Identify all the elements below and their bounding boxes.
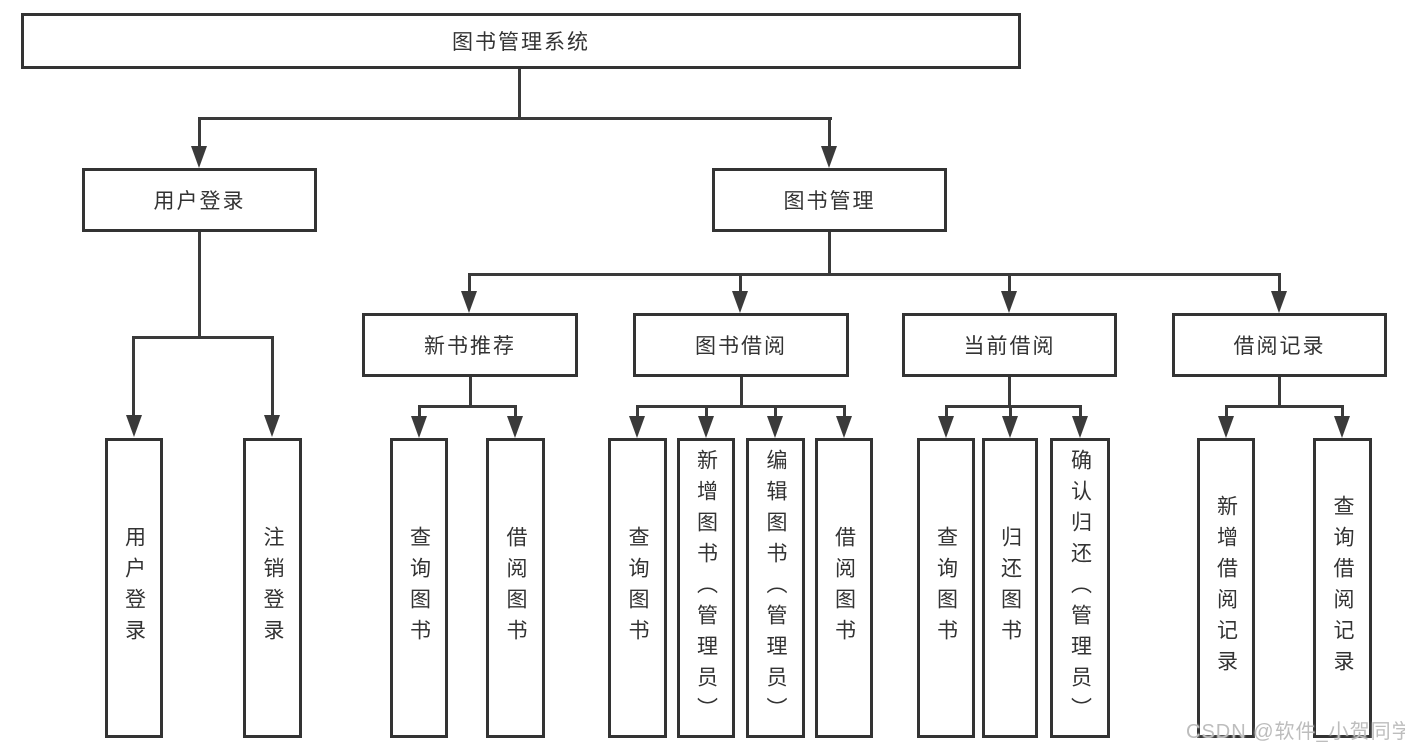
connector-records-drop-2 <box>1341 405 1344 417</box>
connector-recommend-bar <box>419 405 516 408</box>
connector-recommend-stem <box>469 377 472 405</box>
leaf-label: 查询图书 <box>934 526 958 650</box>
leaf-return-books: 归还图书 <box>982 438 1038 738</box>
arrow-down-icon <box>1218 416 1234 438</box>
connector-records-drop-1 <box>1225 405 1228 417</box>
leaf-logout: 注销登录 <box>243 438 302 738</box>
arrow-down-icon <box>938 416 954 438</box>
leaf-label: 编辑图书（管理员） <box>764 448 787 728</box>
leaf-add-borrow-record: 新增借阅记录 <box>1197 438 1255 738</box>
node-label: 新书推荐 <box>424 335 516 358</box>
connector-records-bar <box>1226 405 1342 408</box>
leaf-label: 查询图书 <box>626 526 649 650</box>
connector-mgmt-bar <box>469 273 1281 276</box>
arrow-down-icon <box>767 416 783 438</box>
leaf-edit-books-admin: 编辑图书（管理员） <box>746 438 805 738</box>
leaf-label: 新增图书（管理员） <box>694 448 718 728</box>
arrow-down-icon <box>126 415 142 437</box>
connector-recommend-drop-1 <box>418 405 421 417</box>
connector-records-stem <box>1278 377 1281 405</box>
connector-root-drop-right <box>828 117 831 148</box>
node-label: 图书借阅 <box>695 335 787 358</box>
node-book-management: 图书管理 <box>712 168 947 232</box>
leaf-query-borrow-record: 查询借阅记录 <box>1313 438 1372 738</box>
node-new-book-recommend: 新书推荐 <box>362 313 578 377</box>
leaf-query-books-current: 查询图书 <box>917 438 975 738</box>
leaf-label: 查询借阅记录 <box>1331 495 1354 681</box>
node-user-login: 用户登录 <box>82 168 317 232</box>
csdn-watermark: CSDN @软件_小贺同学 <box>1186 721 1405 743</box>
connector-login-drop-right <box>271 336 274 417</box>
leaf-label: 借阅图书 <box>504 526 527 650</box>
connector-current-drop-2 <box>1009 405 1012 417</box>
node-library-management-system: 图书管理系统 <box>21 13 1021 69</box>
connector-root-stem <box>518 69 521 117</box>
connector-mgmt-stem <box>828 232 831 273</box>
connector-current-stem <box>1008 377 1011 405</box>
connector-borrow-drop-4 <box>843 405 846 417</box>
connector-borrow-stem <box>740 377 743 405</box>
leaf-borrow-books: 借阅图书 <box>815 438 873 738</box>
connector-mgmt-drop-1 <box>468 273 471 293</box>
leaf-label: 确认归还（管理员） <box>1068 448 1092 728</box>
leaf-borrow-books-recommend: 借阅图书 <box>486 438 545 738</box>
node-label: 当前借阅 <box>963 335 1056 358</box>
connector-current-bar <box>946 405 1081 408</box>
arrow-down-icon <box>732 291 748 313</box>
leaf-label: 注销登录 <box>261 526 284 650</box>
leaf-confirm-return-admin: 确认归还（管理员） <box>1050 438 1110 738</box>
connector-root-drop-left <box>198 117 201 148</box>
connector-login-bar <box>133 336 274 339</box>
connector-login-stem <box>198 232 201 336</box>
connector-root-bar <box>198 117 832 120</box>
arrow-down-icon <box>411 416 427 438</box>
node-label: 借阅记录 <box>1233 335 1326 358</box>
arrow-down-icon <box>507 416 523 438</box>
arrow-down-icon <box>629 416 645 438</box>
leaf-label: 新增借阅记录 <box>1214 495 1238 681</box>
arrow-down-icon <box>836 416 852 438</box>
leaf-query-books-borrow: 查询图书 <box>608 438 667 738</box>
connector-mgmt-drop-4 <box>1278 273 1281 293</box>
node-label: 用户登录 <box>153 190 246 213</box>
leaf-label: 用户登录 <box>122 526 146 650</box>
connector-mgmt-drop-2 <box>739 273 742 293</box>
connector-borrow-drop-2 <box>705 405 708 417</box>
arrow-down-icon <box>698 416 714 438</box>
connector-borrow-drop-3 <box>774 405 777 417</box>
connector-mgmt-drop-3 <box>1008 273 1011 293</box>
node-label: 图书管理系统 <box>452 31 590 54</box>
connector-login-drop-left <box>132 336 135 417</box>
node-borrowing-records: 借阅记录 <box>1172 313 1387 377</box>
arrow-down-icon <box>461 291 477 313</box>
arrow-down-icon <box>1072 416 1088 438</box>
arrow-down-icon <box>1002 416 1018 438</box>
node-current-borrowing: 当前借阅 <box>902 313 1117 377</box>
arrow-down-icon <box>1271 291 1287 313</box>
arrow-down-icon <box>1001 291 1017 313</box>
connector-current-drop-1 <box>945 405 948 417</box>
leaf-label: 查询图书 <box>407 526 431 650</box>
connector-borrow-bar <box>637 405 844 408</box>
connector-recommend-drop-2 <box>514 405 517 417</box>
connector-borrow-drop-1 <box>636 405 639 417</box>
leaf-label: 借阅图书 <box>832 526 856 650</box>
node-label: 图书管理 <box>783 190 876 213</box>
node-book-borrowing: 图书借阅 <box>633 313 849 377</box>
arrow-down-icon <box>191 146 207 168</box>
leaf-user-login: 用户登录 <box>105 438 163 738</box>
arrow-down-icon <box>264 415 280 437</box>
leaf-add-books-admin: 新增图书（管理员） <box>677 438 735 738</box>
arrow-down-icon <box>821 146 837 168</box>
arrow-down-icon <box>1334 416 1350 438</box>
leaf-label: 归还图书 <box>998 526 1022 650</box>
leaf-query-books-recommend: 查询图书 <box>390 438 448 738</box>
connector-current-drop-3 <box>1079 405 1082 417</box>
